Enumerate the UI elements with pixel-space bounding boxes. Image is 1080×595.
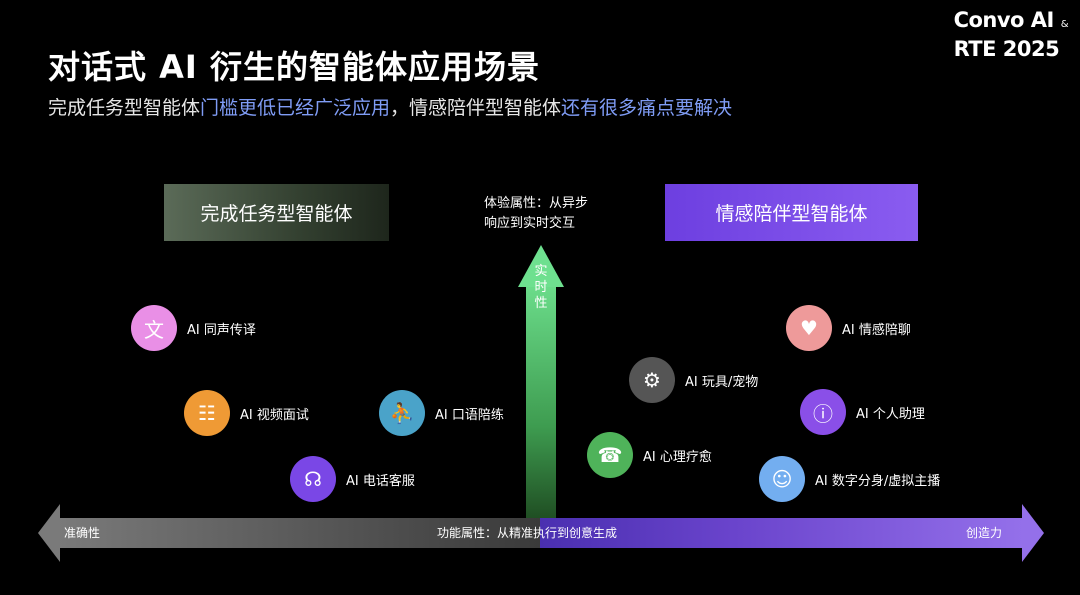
avatar-chat-icon: ☺ [759,456,805,502]
scenario-label: AI 个人助理 [856,406,925,422]
realtime-arrow-shaft [526,286,556,520]
headset-icon: ☊ [290,456,336,502]
scenario-label: AI 情感陪聊 [842,322,911,338]
scenario-label: AI 心理疗愈 [643,449,712,465]
scenario-item: ☎ AI 心理疗愈 [587,432,712,478]
scenario-item: ☷ AI 视频面试 [184,390,309,436]
translate-icon: 文 [131,305,177,351]
scenario-label: AI 口语陪练 [435,407,504,423]
scenario-item: ♥ AI 情感陪聊 [786,305,911,351]
scenario-item: ⚙ AI 玩具/宠物 [629,357,758,403]
scenario-label: AI 同声传译 [187,322,256,338]
scenario-item: ⓘ AI 个人助理 [800,389,925,435]
scenario-item: ☊ AI 电话客服 [290,456,415,502]
creativity-label: 创造力 [966,526,1003,540]
function-arrow-right-head [1022,504,1044,562]
companion-agent-box: 情感陪伴型智能体 [665,184,918,241]
page-title: 对话式 AI 衍生的智能体应用场景 [48,48,540,86]
scenario-label: AI 电话客服 [346,473,415,489]
scenario-item: ☺ AI 数字分身/虚拟主播 [759,456,940,502]
function-arrow-shaft [56,518,1024,548]
scenario-item: ⛹ AI 口语陪练 [379,390,504,436]
teacher-icon: ⛹ [379,390,425,436]
robot-icon: ⚙ [629,357,675,403]
interview-icon: ☷ [184,390,230,436]
accuracy-label: 准确性 [64,526,101,540]
function-attribute-label: 功能属性：从精准执行到创意生成 [437,526,618,540]
head-info-icon: ⓘ [800,389,846,435]
phone-24-icon: ☎ [587,432,633,478]
scenario-label: AI 数字分身/虚拟主播 [815,473,941,489]
realtime-label: 实时性 [534,264,548,311]
event-logo: Convo AI &RTE 2025 [953,8,1069,61]
scenario-label: AI 视频面试 [240,407,309,423]
scenario-item: 文 AI 同声传译 [131,305,256,351]
experience-attribute-label: 体验属性：从异步响应到实时交互 [484,196,589,231]
realtime-arrow-head [518,245,564,287]
task-agent-box: 完成任务型智能体 [164,184,389,241]
heart-chat-icon: ♥ [786,305,832,351]
scenario-label: AI 玩具/宠物 [685,374,759,390]
function-arrow-left-head [38,504,60,562]
subtitle: 完成任务型智能体门槛更低已经广泛应用，情感陪伴型智能体还有很多痛点要解决 [48,97,733,119]
